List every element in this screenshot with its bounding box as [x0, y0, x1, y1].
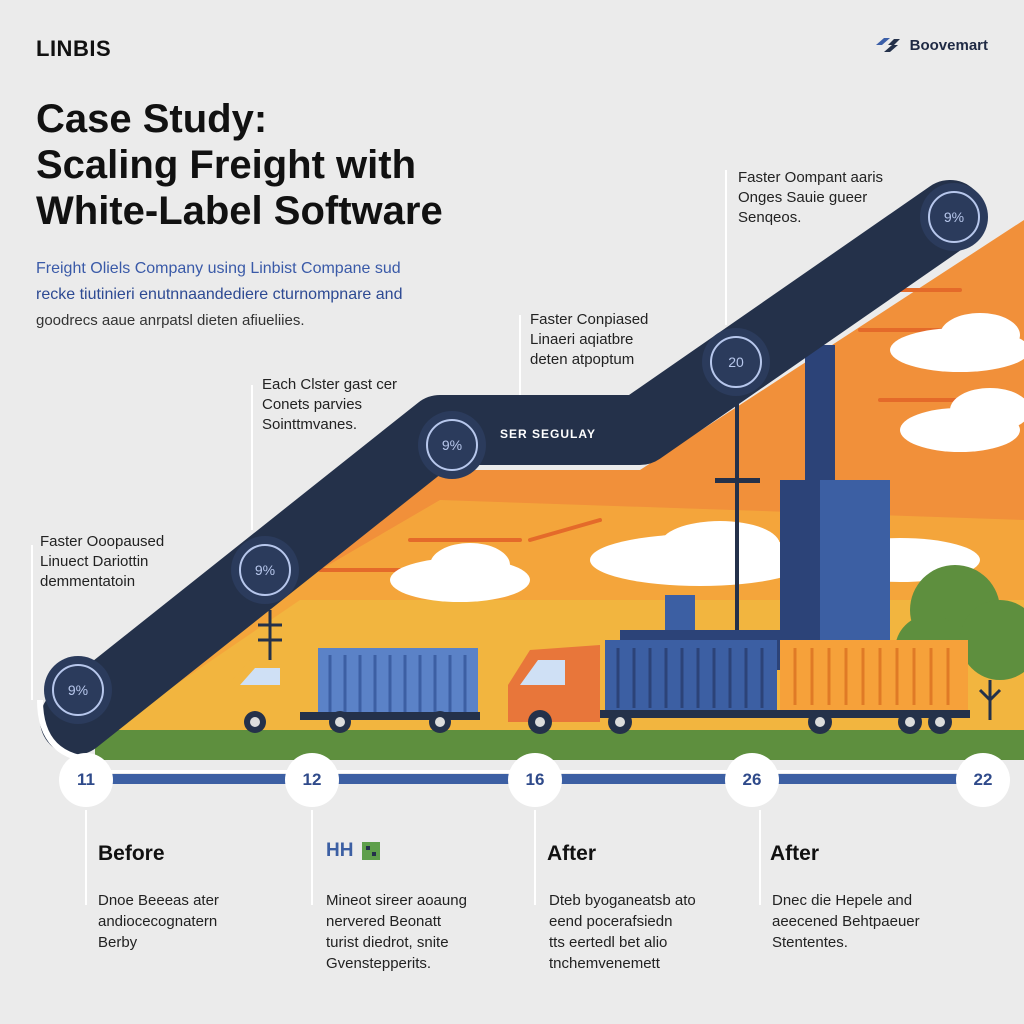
path-node-5-label: 9%	[944, 209, 964, 225]
stage-4-line-1: Dnec die Hepele and	[772, 892, 913, 909]
callout-2-line-2: Conets parvies	[262, 396, 363, 413]
stage-4-heading: After	[770, 842, 820, 865]
timeline-marker-5: 22	[958, 755, 1008, 805]
timeline-marker-1: 11	[61, 755, 111, 805]
intro-text: Freight Oliels Company using Linbist Com…	[36, 256, 476, 334]
callout-4-line-1: Faster Oompant aaris	[738, 169, 884, 186]
stage-2-text: Mineot sireer aoaung nervered Beonatt tu…	[326, 890, 467, 974]
path-node-2-label: 9%	[255, 562, 275, 578]
path-node-5: 9%	[920, 183, 988, 251]
callout-4-line-2: Onges Sauie gueer	[738, 189, 868, 206]
stage-3-line-4: tnchemvenemett	[549, 955, 660, 972]
stage-3-line-1: Dteb byoganeatsb ato	[549, 892, 696, 909]
callout-1-line-2: Linuect Dariottin	[40, 553, 149, 570]
path-node-3: 9%	[418, 411, 486, 479]
truck-2	[508, 640, 970, 734]
stage-4-line-2: aeecened Behtpaeuer	[772, 913, 920, 930]
callout-3-line-1: Faster Conpiased	[530, 311, 649, 328]
timeline-marker-3: 16	[510, 755, 560, 805]
callout-3: Faster Conpiased Linaeri aqiatbre deten …	[530, 310, 648, 370]
title-line-2: Scaling Freight with	[36, 143, 417, 187]
brand-logo-text: LINBIS	[36, 36, 112, 61]
ground	[95, 730, 1024, 760]
stage-2-line-4: Gvenstepperits.	[326, 955, 432, 972]
callout-2-line-1: Each Clster gast cer	[262, 376, 398, 393]
stage-4-text: Dnec die Hepele and aeecened Behtpaeuer …	[772, 890, 920, 953]
callout-4: Faster Oompant aaris Onges Sauie gueer S…	[738, 168, 883, 228]
title-line-1: Case Study:	[36, 97, 268, 141]
stage-1-line-1: Dnoe Beeeas ater	[98, 892, 219, 909]
timeline-marker-2: 12	[287, 755, 337, 805]
stage-2-line-3: turist diedrot, snite	[326, 934, 449, 951]
path-node-4: 20	[702, 328, 770, 396]
stage-4-line-3: Stententes.	[772, 934, 848, 951]
sapling	[978, 680, 1002, 720]
stage-2-heading: HH	[326, 840, 354, 861]
stage-3-line-3: tts eertedl bet alio	[549, 934, 668, 951]
path-node-1: 9%	[44, 656, 112, 724]
stage-connectors	[85, 810, 761, 905]
path-node-3-label: 9%	[442, 437, 462, 453]
stage-1-text: Dnoe Beeeas ater andiocecognatern Berby	[98, 890, 219, 953]
partner-brand: Boovemart	[874, 36, 988, 54]
stage-2-line-1: Mineot sireer aoaung	[326, 892, 467, 909]
path-node-4-label: 20	[728, 354, 744, 370]
stage-3-line-2: eend pocerafsiedn	[549, 913, 673, 930]
stage-2-line-2: nervered Beonatt	[326, 913, 442, 930]
partner-brand-name: Boovemart	[909, 36, 988, 54]
page-title: Case Study: Scaling Freight with White-L…	[36, 96, 556, 234]
stage-2-heading-row: HH	[326, 840, 381, 862]
stage-1-line-2: andiocecognatern	[98, 913, 218, 930]
callout-2: Each Clster gast cer Conets parvies Soin…	[262, 375, 397, 435]
path-node-1-label: 9%	[68, 682, 88, 698]
callout-3-line-3: deten atpoptum	[530, 351, 635, 368]
boovemart-logo-icon	[875, 38, 900, 52]
callout-4-line-3: Senqeos.	[738, 209, 802, 226]
stage-1-line-3: Berby	[98, 934, 138, 951]
callout-1: Faster Ooopaused Linuect Dariottin demme…	[40, 532, 164, 592]
callout-1-line-1: Faster Ooopaused	[40, 533, 165, 550]
path-node-2: 9%	[231, 536, 299, 604]
callout-ticks	[31, 170, 727, 700]
truck-1	[228, 610, 480, 733]
stage-1-heading: Before	[98, 842, 165, 865]
title-line-3: White-Label Software	[36, 189, 443, 233]
intro-line-1: Freight Oliels Company using Linbist Com…	[36, 260, 401, 277]
stage-3-text: Dteb byoganeatsb ato eend pocerafsiedn t…	[549, 890, 696, 974]
stage-3-heading: After	[547, 842, 597, 865]
callout-3-line-2: Linaeri aqiatbre	[530, 331, 634, 348]
callout-2-line-3: Sointtmvanes.	[262, 416, 358, 433]
path-band-label: SER SEGULAY	[500, 427, 596, 441]
boxes-icon	[362, 842, 381, 860]
intro-line-2: recke tiutinieri enutnnaandediere cturno…	[36, 286, 403, 303]
intro-line-3: goodrecs aaue anrpatsl dieten afiueliies…	[36, 312, 305, 329]
callout-1-line-3: demmentatoin	[40, 573, 136, 590]
timeline-marker-4: 26	[727, 755, 777, 805]
